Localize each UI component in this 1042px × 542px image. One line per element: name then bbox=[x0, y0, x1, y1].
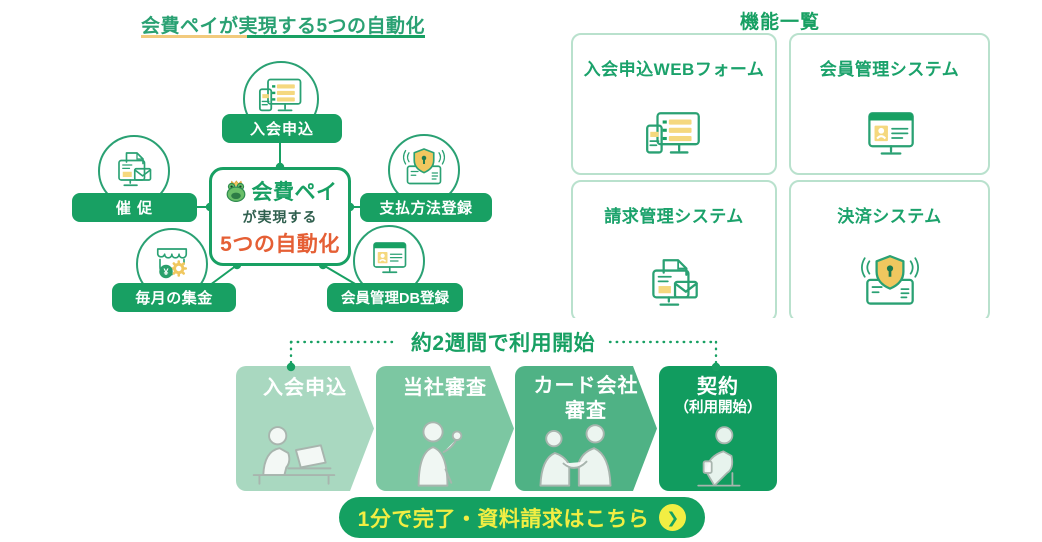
brand-name: 会費ペイ bbox=[251, 180, 338, 204]
feature-card-label: 請求管理システム bbox=[604, 207, 744, 226]
feature-card-billing-system: 請求管理システム bbox=[571, 180, 777, 318]
flow-duration-heading: 約2週間で利用開始 bbox=[410, 332, 596, 355]
feature-card-payment-system: 決済システム bbox=[789, 180, 990, 318]
title-underline bbox=[141, 35, 425, 38]
frog-mascot-icon bbox=[223, 179, 249, 203]
flow-step-company-review: 当社審査 bbox=[376, 366, 514, 491]
document-request-button[interactable]: 1分で完了・資料請求はこちら ❯ bbox=[339, 497, 705, 538]
flow-step-application: 入会申込 bbox=[236, 366, 374, 491]
flow-step-label: 入会申込 bbox=[263, 377, 347, 399]
flow-step-contract: 契約 （利用開始） bbox=[659, 366, 777, 491]
person-typing-illustration bbox=[246, 418, 342, 488]
chevron-right-icon: ❯ bbox=[659, 504, 687, 531]
flow-step-label-line2: （利用開始） bbox=[674, 400, 762, 416]
person-ok-sign-illustration bbox=[386, 418, 482, 488]
features-grid: 入会申込WEBフォーム 会員管理システム 請求管理システム 決済システム bbox=[560, 0, 1005, 318]
node-label-member-db: 会員管理DB登録 bbox=[327, 283, 463, 312]
flow-step-label: 当社審査 bbox=[403, 377, 487, 399]
feature-card-label: 会員管理システム bbox=[819, 60, 960, 79]
web-form-icon bbox=[641, 105, 707, 171]
feature-card-web-form: 入会申込WEBフォーム bbox=[571, 33, 777, 175]
node-label-monthly-collection: 毎月の集金 bbox=[112, 283, 236, 312]
center-box-line3: 5つの自動化 bbox=[220, 232, 340, 256]
duration-bracket bbox=[286, 340, 721, 372]
center-box-line2: が実現する bbox=[242, 208, 318, 225]
flow-step-label-line2: 審査 bbox=[565, 400, 607, 422]
automation-diagram-title: 会費ペイが実現する5つの自動化 bbox=[140, 16, 426, 37]
member-system-icon bbox=[857, 105, 923, 171]
node-label-reminder: 催 促 bbox=[72, 193, 197, 222]
document-request-label: 1分で完了・資料請求はこちら bbox=[357, 507, 650, 531]
connector-lines bbox=[197, 141, 363, 289]
flow-step-shape bbox=[236, 366, 374, 491]
payment-system-icon bbox=[857, 252, 923, 318]
flow-step-label-line1: 契約 bbox=[697, 376, 739, 398]
node-label-payment-registration: 支払方法登録 bbox=[360, 193, 492, 222]
feature-card-member-system: 会員管理システム bbox=[789, 33, 990, 175]
feature-card-label: 決済システム bbox=[837, 207, 942, 226]
features-panel-title: 機能一覧 bbox=[739, 12, 820, 33]
billing-system-icon bbox=[641, 252, 707, 318]
flow-step-label-line1: カード会社 bbox=[533, 375, 639, 397]
person-signing-illustration bbox=[673, 422, 763, 488]
flow-step-card-company-review: カード会社 審査 bbox=[515, 366, 657, 491]
center-box: 会費ペイ が実現する 5つの自動化 bbox=[209, 167, 351, 266]
handshake-illustration bbox=[527, 418, 623, 488]
feature-card-label: 入会申込WEBフォーム bbox=[583, 60, 765, 79]
node-label-application: 入会申込 bbox=[222, 114, 342, 143]
